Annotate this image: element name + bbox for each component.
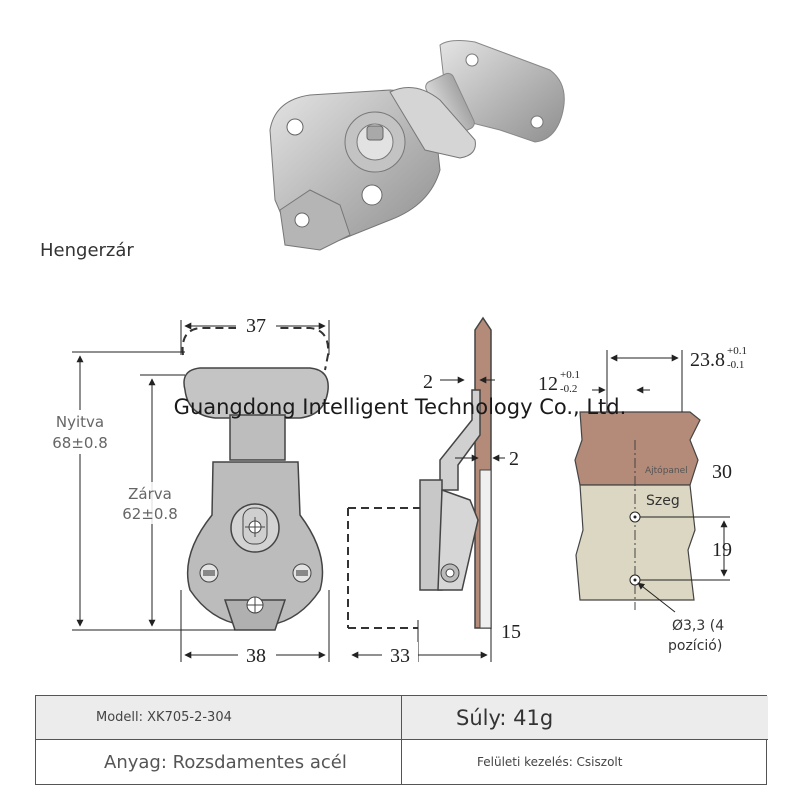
frame-label: Szeg [646,493,680,509]
product-name-label: Hengerzár [40,240,134,261]
tol-mount-width-lower: -0.1 [727,359,744,371]
dim-mount-width: 23.8 [690,349,725,371]
tol-mount-offset-lower: -0.2 [560,383,577,395]
technical-drawing: 37 38 Nyitva 68±0.8 Zárva 62±0.8 [40,312,747,667]
front-view: 37 38 Nyitva 68±0.8 Zárva 62±0.8 [40,312,330,667]
dim-mount-panel: 30 [712,461,732,483]
open-value: 68±0.8 [52,434,108,452]
dim-side-right: 2 [509,448,519,470]
company-watermark: Guangdong Intelligent Technology Co., Lt… [173,395,627,419]
dim-width-top: 37 [246,315,266,337]
dim-mount-hole-spacing: 19 [712,539,732,561]
side-view: 33 2 2 15 [347,316,521,667]
product-photo [269,40,565,251]
hole-label-line2: pozíció) [668,638,722,654]
dim-side-top: 2 [423,371,433,393]
closed-label: Zárva [128,485,172,503]
spec-model: Modell: XK705-2-304 [36,696,402,740]
dim-width-bottom: 38 [246,645,266,667]
spec-material: Anyag: Rozsdamentes acél [36,740,402,784]
panel-label: Ajtópanel [645,465,688,476]
spec-finish: Felületi kezelés: Csiszolt [477,755,623,769]
open-label: Nyitva [56,413,104,431]
dim-side-corner: 15 [501,621,521,643]
tol-mount-offset-upper: +0.1 [560,369,580,381]
mount-view: Ajtópanel Szeg 23.8 +0.1 -0.1 12 +0.1 -0… [538,345,747,654]
tol-mount-width-upper: +0.1 [727,345,747,357]
closed-value: 62±0.8 [122,505,178,523]
spec-table: Modell: XK705-2-304 Súly: 41g Anyag: Roz… [35,695,768,785]
dim-side-depth: 33 [390,645,410,667]
dim-mount-offset: 12 [538,373,558,395]
hole-label-line1: Ø3,3 (4 [672,618,724,634]
spec-weight: Súly: 41g [402,696,768,740]
